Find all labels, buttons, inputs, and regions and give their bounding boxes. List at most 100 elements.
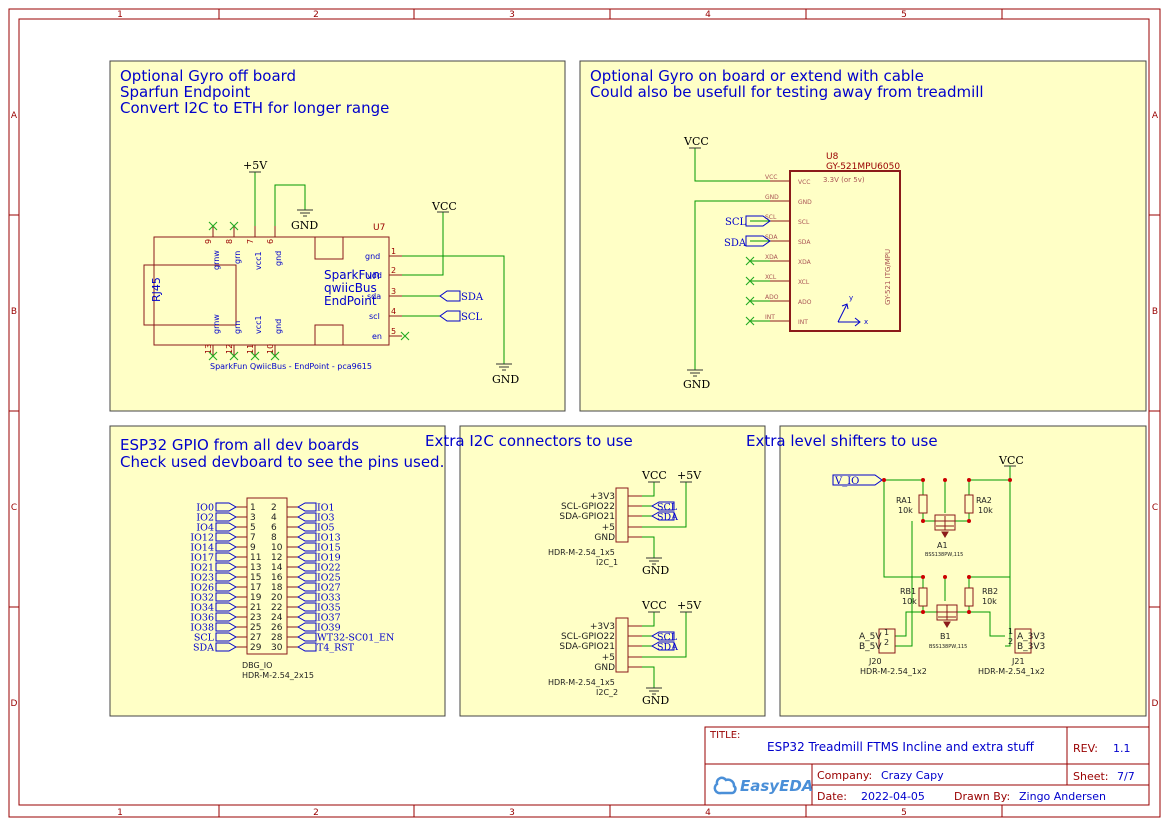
ls-fet-a-name: A1 <box>937 541 948 550</box>
dbg-net-right: IO15 <box>317 543 341 554</box>
i2c-pin-label: SDA-GPIO21 <box>559 512 615 522</box>
u7-pinnum-2: 2 <box>391 266 396 275</box>
i2c-wire-vcc <box>642 482 655 497</box>
u7-pinnum-6: 6 <box>266 239 275 244</box>
dbg-net-left: IO2 <box>196 513 214 524</box>
i2c-designator: I2C_2 <box>596 688 618 697</box>
u8-pin-inner-label: INT <box>798 319 808 326</box>
dbg-io-designator: DBG_IO <box>242 661 272 670</box>
u8-pin-outer-label: GND <box>765 194 779 201</box>
i2c-pin-label: GND <box>594 533 615 543</box>
dbg-net-left: IO14 <box>190 543 214 554</box>
u8-pin-outer-label: INT <box>765 314 775 321</box>
i2c-connector-body <box>615 487 629 543</box>
ls-rb1-name: RB1 <box>900 587 916 596</box>
u8-part-name: GY-521MPU6050 <box>826 162 900 172</box>
u7-pin-gnd-right: gnd <box>365 252 380 261</box>
panel4-title: Extra I2C connectors to use <box>425 432 633 450</box>
dbg-net-right: IO33 <box>317 593 341 604</box>
dbg-net-left: IO36 <box>190 613 214 624</box>
u7-pin-scl-right: scl <box>369 312 380 321</box>
dbg-net-left: IO32 <box>190 593 214 604</box>
i2c-pin-label: +3V3 <box>590 492 615 502</box>
ls-j20-num-1: 1 <box>884 628 889 637</box>
u8-vcc-symbol: VCC <box>683 135 709 148</box>
i2c-pin-label: GND <box>594 663 615 673</box>
dbg-net-flag-right <box>296 592 317 602</box>
u8-axis-y: y <box>849 294 853 302</box>
dbg-net-flag-right <box>296 612 317 622</box>
dbg-net-right: IO3 <box>317 513 335 524</box>
dbg-net-flag-right <box>296 602 317 612</box>
dbg-net-flag-left <box>215 592 238 602</box>
row-label-d-right: D <box>1152 699 1159 709</box>
dbg-pin-number-left: 9 <box>250 543 256 553</box>
ls-rb2-value: 10k <box>982 597 997 606</box>
col-label-3-bottom: 3 <box>509 808 515 818</box>
dbg-net-flag-left <box>215 502 238 512</box>
i2c-wire-gnd <box>642 666 655 688</box>
u7-pin-vcc1-bottom: vcc1 <box>254 315 263 334</box>
col-label-3: 3 <box>509 10 515 20</box>
company-value: Crazy Capy <box>881 769 944 782</box>
sheet-frame: 1 2 3 4 5 1 2 3 4 5 A B C D A B C D <box>8 8 1161 818</box>
u8-net-scl: SCL <box>725 217 747 228</box>
dbg-pin-number-right: 4 <box>271 513 277 523</box>
ls-rb1-value: 10k <box>902 597 917 606</box>
dbg-net-flag-left <box>215 512 238 522</box>
ls-fet-b-name: B1 <box>940 632 951 641</box>
rj45-label: RJ45 <box>150 277 163 302</box>
ls-j21-footprint: HDR-M-2.54_1x2 <box>978 667 1045 676</box>
u8-axis-x: x <box>864 318 868 326</box>
i2c-wire-vcc <box>642 612 655 627</box>
row-label-d: D <box>11 699 18 709</box>
dbg-pin-number-left: 29 <box>250 643 262 653</box>
panel1-title-2: Sparfun Endpoint <box>120 83 250 101</box>
dbg-pin-number-left: 17 <box>250 583 261 593</box>
panel-esp32-gpio: ESP32 GPIO from all dev boards Check use… <box>109 425 446 717</box>
dbg-pin-number-left: 21 <box>250 603 261 613</box>
i2c-wire-5v <box>642 612 687 658</box>
dbg-net-right: IO22 <box>317 563 341 574</box>
dbg-net-flag-left <box>215 532 238 542</box>
col-label-4: 4 <box>705 10 711 20</box>
u7-plus5v-symbol: +5V <box>243 159 268 172</box>
dbg-net-right: IO13 <box>317 533 341 544</box>
col-label-4-bottom: 4 <box>705 808 711 818</box>
u7-pinnum-1: 1 <box>391 247 396 256</box>
u7-vcc-symbol: VCC <box>431 200 457 213</box>
dbg-pin-number-right: 24 <box>271 613 283 623</box>
dbg-net-flag-right <box>296 532 317 542</box>
dbg-net-flag-right <box>296 512 317 522</box>
dbg-pin-number-right: 16 <box>271 573 283 583</box>
dbg-pin-number-left: 1 <box>250 503 256 513</box>
col-label-1-bottom: 1 <box>117 808 123 818</box>
u7-pinnum-11: 11 <box>246 344 255 354</box>
u8-pin-inner-label: SDA <box>798 239 811 246</box>
dbg-net-left: IO21 <box>190 563 214 574</box>
dbg-net-flag-left <box>215 612 238 622</box>
dbg-net-flag-left <box>215 632 238 642</box>
u7-gnd-symbol-top: GND <box>291 219 318 232</box>
u8-pin-outer-label: VCC <box>765 174 777 181</box>
dbg-net-left: IO0 <box>196 503 214 514</box>
ls-ra1-value: 10k <box>898 506 913 515</box>
i2c-vcc-symbol: VCC <box>641 599 667 612</box>
dbg-net-left: IO26 <box>190 583 214 594</box>
i2c-5v-symbol: +5V <box>677 469 702 482</box>
dbg-pin-number-right: 12 <box>271 553 282 563</box>
u8-no-connect-mark <box>745 296 755 306</box>
i2c-gnd-icon <box>646 557 662 565</box>
dbg-pin-number-right: 20 <box>271 593 283 603</box>
dbg-net-flag-left <box>215 552 238 562</box>
u7-pinnum-4: 4 <box>391 307 396 316</box>
dbg-pin-number-right: 2 <box>271 503 277 513</box>
row-label-b: B <box>11 307 17 317</box>
ls-mosfet-b <box>936 604 958 628</box>
dbg-net-flag-right <box>296 642 317 652</box>
drawn-by-value: Zingo Andersen <box>1019 790 1106 803</box>
dbg-pin-number-left: 23 <box>250 613 261 623</box>
panel-extra-i2c: Extra I2C connectors to use +3V3SCL-GPIO… <box>425 425 766 717</box>
title-label: TITLE: <box>709 730 740 741</box>
